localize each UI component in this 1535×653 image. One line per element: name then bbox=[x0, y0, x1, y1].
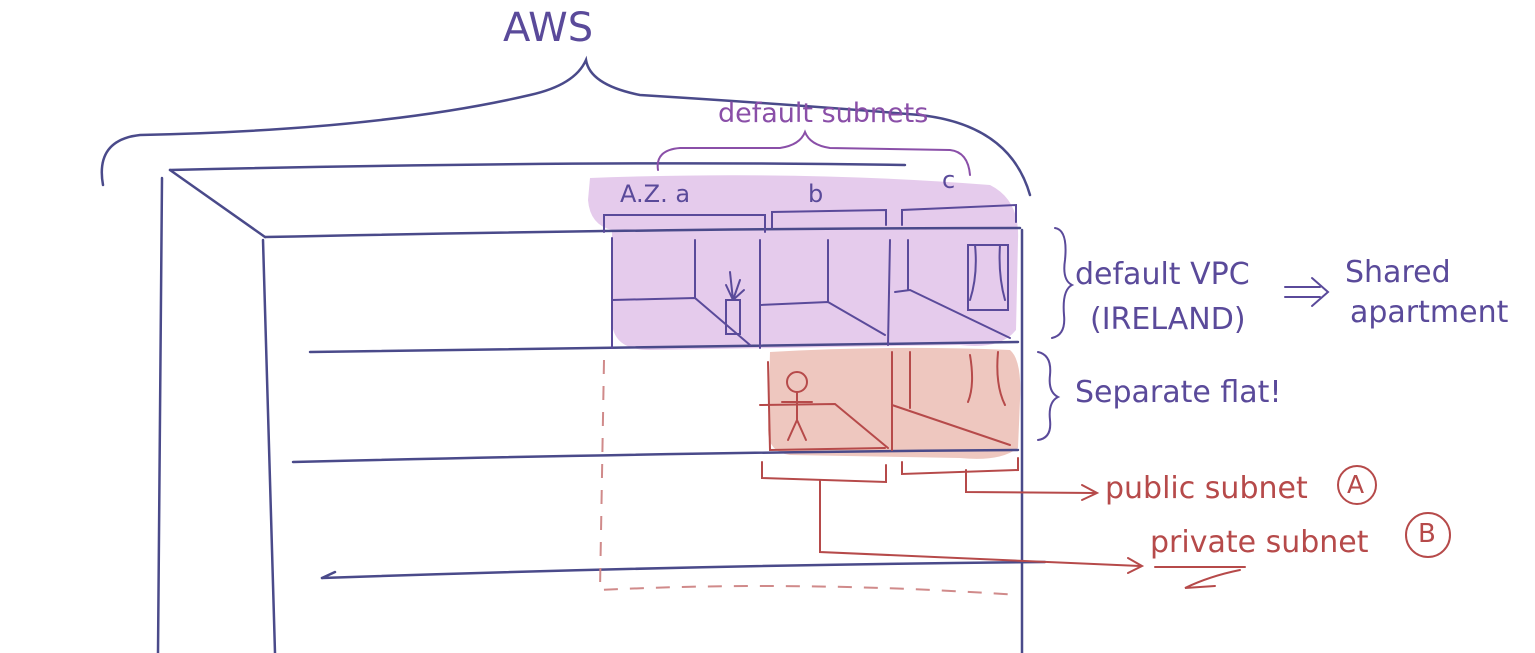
az-c-label: c bbox=[942, 166, 956, 194]
shared-apartment-line1: Shared bbox=[1345, 255, 1451, 290]
vpc-rooms bbox=[611, 237, 1011, 349]
private-underline bbox=[1154, 566, 1246, 589]
default-vpc-highlight bbox=[588, 175, 1019, 350]
subnet-connectors bbox=[761, 457, 1145, 574]
private-floor-dash bbox=[598, 359, 1019, 596]
double-arrow-icon bbox=[1284, 277, 1330, 307]
aws-title: AWS bbox=[503, 5, 594, 51]
private-subnet-label: private subnet bbox=[1150, 525, 1369, 560]
building-outline bbox=[156, 162, 1047, 653]
vpc-region-label: (IRELAND) bbox=[1090, 302, 1246, 337]
aws-brace bbox=[100, 55, 1032, 197]
public-subnet-marker: A bbox=[1347, 470, 1365, 499]
public-subnet-label: public subnet bbox=[1105, 471, 1308, 506]
flat-rooms bbox=[759, 351, 1011, 452]
private-subnet-marker: B bbox=[1418, 519, 1436, 549]
az-b-label: b bbox=[808, 180, 824, 208]
vpc-brace bbox=[1051, 227, 1075, 339]
shared-apartment-line2: apartment bbox=[1350, 295, 1509, 330]
flat-brace bbox=[1037, 351, 1061, 441]
marker-b-circle bbox=[1405, 512, 1451, 558]
separate-flat-label: Separate flat! bbox=[1075, 375, 1282, 410]
separate-flat-highlight bbox=[768, 347, 1021, 459]
marker-a-circle bbox=[1337, 465, 1377, 505]
default-vpc-label: default VPC bbox=[1075, 257, 1250, 292]
default-subnets-label: default subnets bbox=[718, 98, 929, 129]
default-subnets-brace bbox=[656, 129, 971, 176]
az-brackets bbox=[603, 203, 1017, 233]
az-a-label: A.Z. a bbox=[620, 180, 691, 208]
